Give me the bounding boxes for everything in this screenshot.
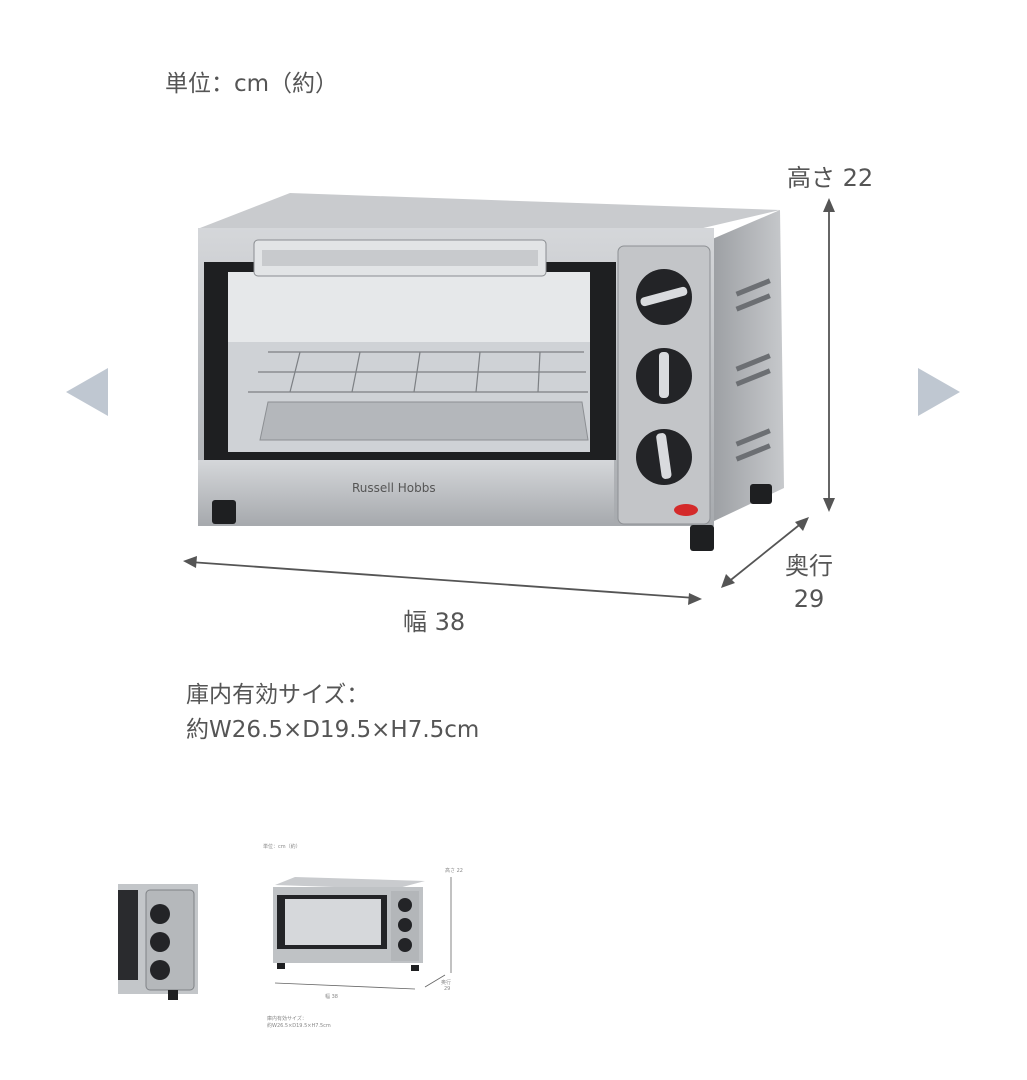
depth-label-title: 奥行 [785, 552, 833, 580]
interior-size-title: 庫内有効サイズ： [186, 682, 370, 708]
oven-bottom-panel [198, 460, 614, 524]
width-label: 幅 38 [403, 608, 466, 636]
thumbnail-interior-title: 庫内有効サイズ： [267, 1016, 307, 1022]
thumbnail-oven-dimensions[interactable]: 単位：cm（約） 高さ 22 幅 38 奥行 29 庫内有効サイズ： 約W26.… [255, 835, 475, 1045]
thumbnail-unit-label: 単位：cm（約） [263, 844, 301, 850]
thumbnail-oven-side[interactable] [118, 870, 210, 1005]
interior-size: 庫内有効サイズ： 約W26.5×D19.5×H7.5cm [186, 678, 479, 748]
oven-foot [690, 525, 714, 551]
thumbnail-interior-value: 約W26.5×D19.5×H7.5cm [267, 1023, 331, 1029]
interior-size-value: 約W26.5×D19.5×H7.5cm [186, 717, 480, 743]
dial-function [636, 348, 692, 404]
dial-timer [636, 429, 692, 485]
thumbnail-depth-value: 29 [444, 986, 451, 992]
height-label: 高さ 22 [787, 164, 874, 192]
power-indicator [674, 504, 698, 516]
thumbnail-depth-label: 奥行 [441, 980, 452, 986]
oven-foot [212, 500, 236, 524]
width-arrow [189, 561, 696, 599]
next-arrow-icon[interactable] [918, 368, 960, 416]
dial-temperature [636, 269, 692, 325]
prev-arrow-icon[interactable] [66, 368, 108, 416]
brand-logo: Russell Hobbs [352, 481, 436, 495]
thumbnail-height-label: 高さ 22 [445, 868, 463, 874]
depth-label-value: 29 [793, 585, 825, 613]
thumbnail-width-label: 幅 38 [325, 994, 338, 1000]
depth-arrow [726, 521, 804, 584]
oven-tray [259, 401, 589, 441]
unit-label: 単位：cm（約） [165, 71, 339, 97]
depth-label: 奥行 29 [785, 550, 833, 616]
oven-foot [750, 484, 772, 504]
side-vents [735, 278, 771, 462]
